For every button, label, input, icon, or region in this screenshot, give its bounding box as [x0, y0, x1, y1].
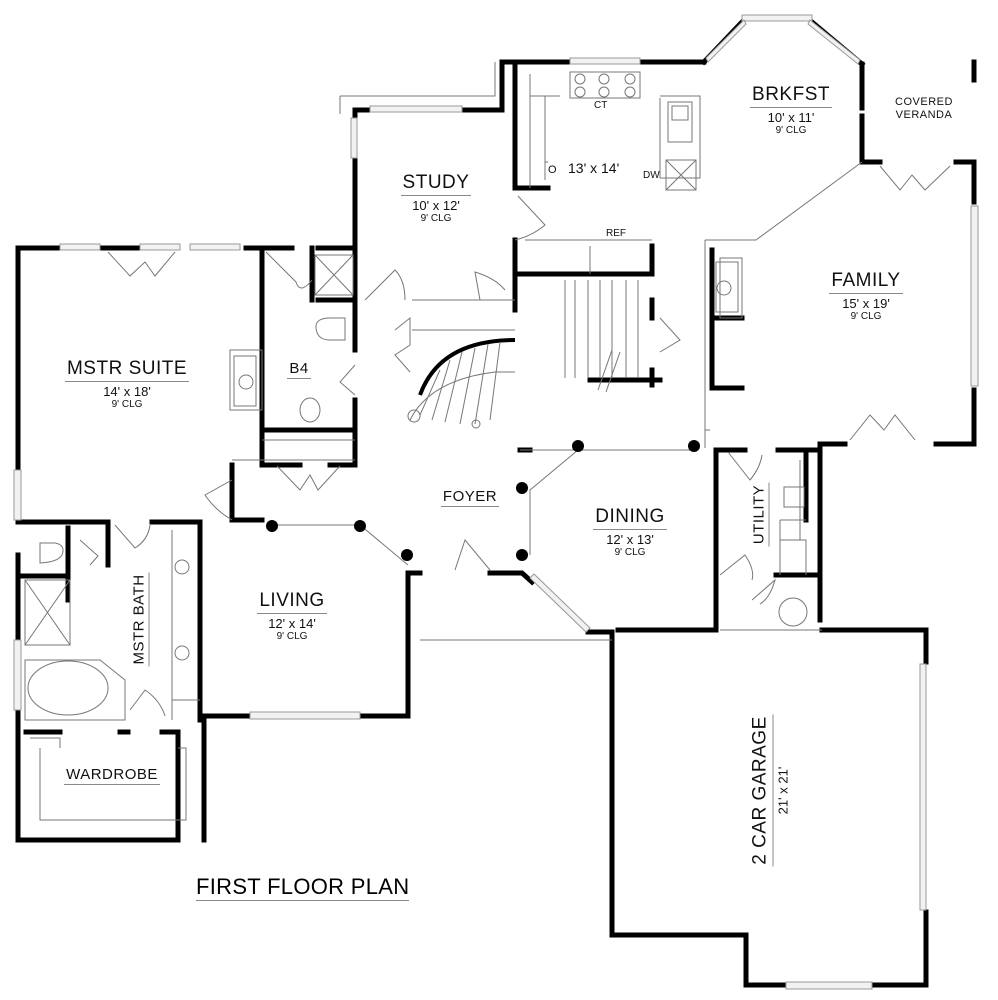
- room-name: MSTR SUITE: [64, 358, 190, 382]
- room-size: 12' x 14': [268, 616, 316, 631]
- room-ceiling: 9' CLG: [850, 311, 882, 322]
- room-dining: DINING 12' x 13' 9' CLG: [574, 506, 686, 558]
- room-name: UTILITY: [750, 482, 770, 547]
- columns: [266, 440, 700, 561]
- room-name: B4: [287, 360, 311, 379]
- room-name: LIVING: [257, 590, 327, 614]
- room-name: WARDROBE: [64, 766, 160, 785]
- room-name: 2 CAR GARAGE: [749, 714, 774, 867]
- master-suite-walls: [15, 245, 411, 843]
- room-size: 21' x 21': [775, 766, 791, 815]
- fixture-cooktop: CT: [594, 100, 608, 111]
- room-brkfst: BRKFST 10' x 11' 9' CLG: [735, 84, 847, 136]
- room-ceiling: 9' CLG: [420, 213, 452, 224]
- room-size: 15' x 19': [842, 296, 890, 311]
- interior-lines: [30, 62, 863, 821]
- room-mstr-suite: MSTR SUITE 14' x 18' 9' CLG: [42, 358, 212, 410]
- fixture-refrigerator: REF: [606, 228, 626, 239]
- fixture-dishwasher: DW: [643, 170, 660, 181]
- room-ceiling: 9' CLG: [775, 125, 807, 136]
- room-utility: UTILITY: [750, 475, 770, 555]
- room-wardrobe: WARDROBE: [52, 766, 172, 785]
- room-name: DINING: [593, 506, 667, 530]
- room-size: 10' x 12': [412, 198, 460, 213]
- room-b4: B4: [284, 360, 314, 379]
- plan-title: FIRST FLOOR PLAN: [196, 874, 410, 901]
- bath-b4-walls: [261, 59, 707, 468]
- room-size: 12' x 13': [606, 532, 654, 547]
- room-size: 14' x 18': [103, 384, 151, 399]
- room-2-car-garage: 2 CAR GARAGE 21' x 21': [749, 681, 791, 901]
- windows: [13, 14, 979, 990]
- room-foyer: FOYER: [430, 488, 510, 507]
- garage-walls: [609, 447, 929, 988]
- room-study: STUDY 10' x 12' 9' CLG: [380, 172, 492, 224]
- room-name: FAMILY: [829, 270, 903, 294]
- room-name: STUDY: [400, 172, 472, 196]
- room-mstr-bath: MSTR BATH: [130, 570, 150, 670]
- room-covered-veranda: COVERED VERANDA: [884, 96, 964, 122]
- room-name: FOYER: [440, 488, 500, 507]
- room-living: LIVING 12' x 14' 9' CLG: [232, 590, 352, 642]
- room-family: FAMILY 15' x 19' 9' CLG: [806, 270, 926, 322]
- room-ceiling: 9' CLG: [614, 547, 646, 558]
- room-name: VERANDA: [895, 109, 953, 121]
- room-ceiling: 9' CLG: [276, 631, 308, 642]
- kitchen-size: 13' x 14': [568, 160, 620, 176]
- room-name: MSTR BATH: [130, 572, 150, 667]
- room-ceiling: 9' CLG: [111, 399, 143, 410]
- fixture-oven: O: [548, 164, 557, 176]
- doors: [79, 165, 951, 717]
- room-name: COVERED: [895, 96, 953, 108]
- room-size: 10' x 11': [767, 110, 815, 125]
- room-name: BRKFST: [750, 84, 832, 108]
- curved-stair: [407, 338, 621, 429]
- fixtures: [24, 71, 808, 721]
